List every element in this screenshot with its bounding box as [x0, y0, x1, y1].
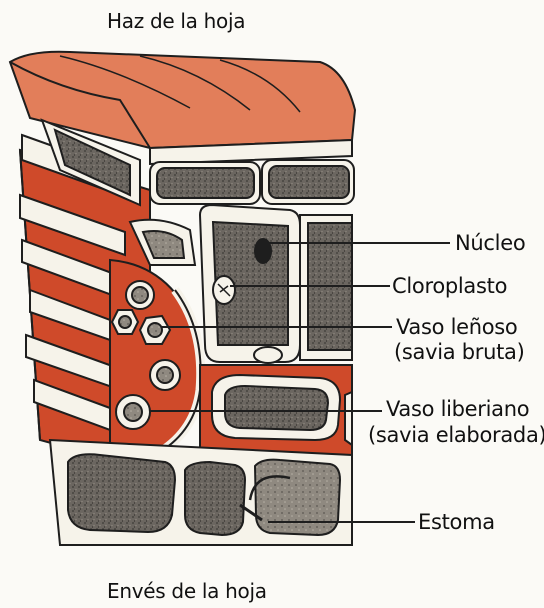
vascular-bundle	[110, 260, 202, 455]
label-savia-bruta: (savia bruta)	[394, 341, 524, 364]
label-cloroplasto: Cloroplasto	[392, 275, 507, 298]
label-vaso-lenoso: Vaso leñoso	[396, 316, 517, 339]
label-vaso-liberiano: Vaso liberiano	[386, 398, 529, 421]
lower-epidermis	[50, 440, 352, 545]
label-estoma: Estoma	[418, 511, 495, 534]
label-savia-elaborada: (savia elaborada)	[368, 424, 544, 447]
spongy-mesophyll	[200, 365, 352, 460]
bottom-caption: Envés de la hoja	[107, 580, 267, 603]
label-nucleo: Núcleo	[455, 232, 525, 255]
